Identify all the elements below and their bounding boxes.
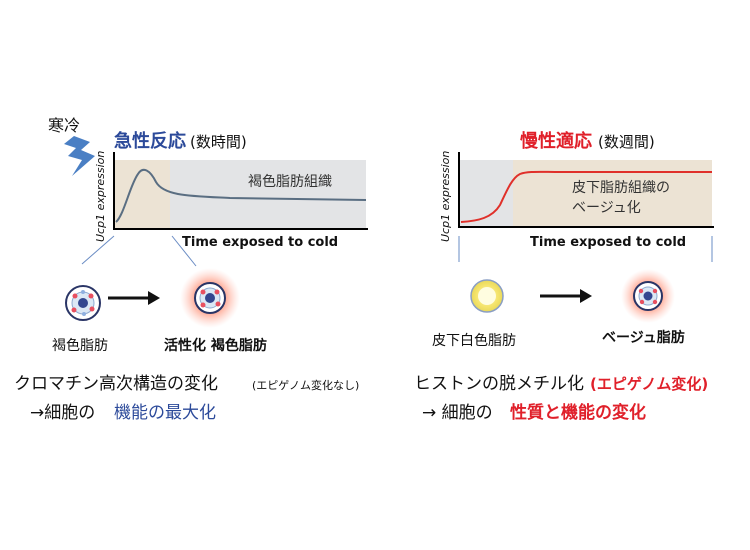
beiging-label-line1: 皮下脂肪組織の (572, 180, 670, 196)
brown-adipocyte-label: 褐色脂肪 (52, 337, 108, 354)
brown-adipose-tissue-label: 褐色脂肪組織 (248, 173, 332, 190)
connector-line (171, 235, 197, 267)
chronic-ucp1-curve (460, 170, 712, 223)
lightning-icon (64, 136, 95, 176)
right-x-axis-label: Time exposed to cold (530, 235, 686, 250)
chronic-adaptation-duration: (数週間) (598, 133, 655, 151)
right-mechanism-highlight: (エピゲノム変化) (590, 375, 708, 393)
acute-phase-band (114, 160, 170, 228)
lag-phase-band (459, 160, 513, 226)
acute-response-title: 急性反応 (114, 130, 186, 152)
left-result-highlight: 機能の最大化 (114, 403, 216, 423)
beige-adipocyte-label: ベージュ脂肪 (602, 329, 685, 346)
white-adipocyte-label: 皮下白色脂肪 (432, 332, 516, 349)
left-result-prefix: →細胞の (30, 403, 95, 423)
activated-brown-adipocyte-cell (180, 268, 240, 328)
transition-arrowhead (580, 289, 592, 303)
acute-response-duration: (数時間) (190, 133, 247, 151)
transition-arrowhead (148, 291, 160, 305)
left-x-axis-label: Time exposed to cold (182, 235, 338, 250)
cold-label: 寒冷 (48, 116, 80, 135)
right-y-axis-label: Ucp1 expression (439, 151, 452, 242)
white-adipocyte-cell (470, 279, 504, 313)
steady-phase-band (170, 160, 366, 228)
right-result-prefix: → 細胞の (422, 403, 493, 423)
beige-adipocyte-cell (621, 269, 675, 323)
left-y-axis-label: Ucp1 expression (94, 151, 107, 242)
right-mechanism-text: ヒストンの脱メチル化 (414, 374, 584, 394)
acute-ucp1-curve (115, 168, 367, 223)
connector-line (81, 235, 115, 265)
beiging-label-line2: ベージュ化 (572, 200, 641, 216)
activated-brown-adipocyte-label: 活性化 褐色脂肪 (164, 337, 267, 354)
left-mechanism-note: (エピゲノム変化なし) (252, 378, 359, 392)
brown-adipocyte-cell (65, 285, 101, 321)
right-result-highlight: 性質と機能の変化 (510, 402, 646, 423)
left-mechanism-text: クロマチン高次構造の変化 (14, 374, 218, 394)
chronic-adaptation-title: 慢性適応 (520, 130, 592, 152)
